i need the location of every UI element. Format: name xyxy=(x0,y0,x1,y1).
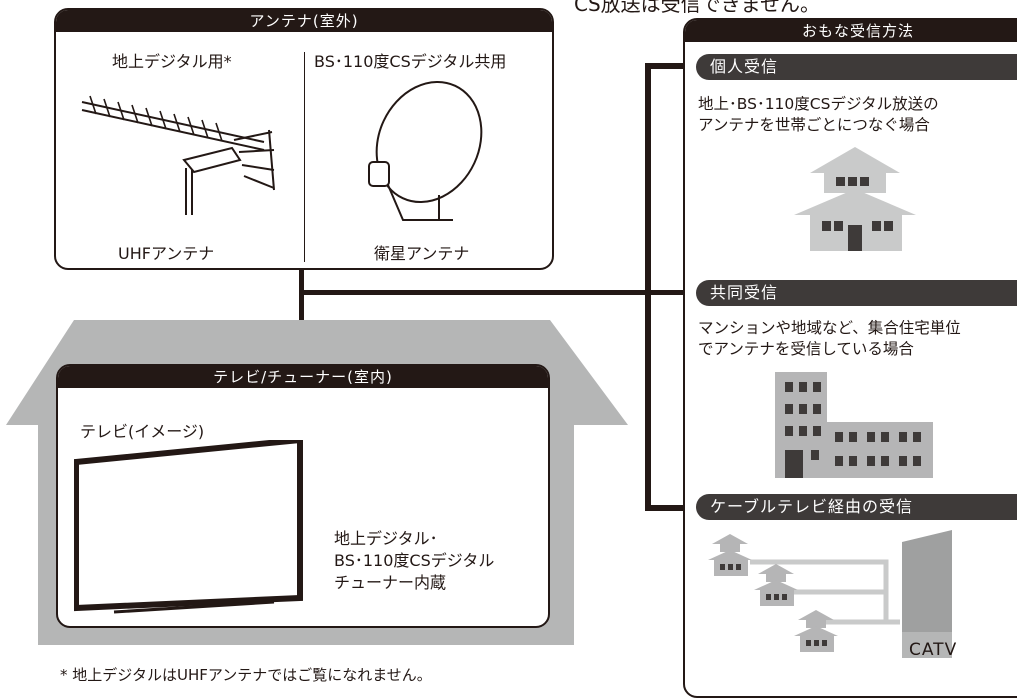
tuner-line-2: BS･110度CSデジタル xyxy=(334,551,495,570)
house-icon xyxy=(794,147,916,251)
method-desc-shared-1: マンションや地域など、集合住宅単位 xyxy=(698,319,961,337)
antenna-divider xyxy=(304,52,305,262)
antenna-panel-title: アンテナ(室外) xyxy=(56,10,552,32)
tuner-line-3: チューナー内蔵 xyxy=(334,573,447,592)
method-pill-catv: ケーブルテレビ経由の受信 xyxy=(696,494,1017,520)
footnote: * 地上デジタルはUHFアンテナではご覧になれません。 xyxy=(60,666,432,684)
terrestrial-label: 地上デジタル用* xyxy=(112,52,232,71)
satellite-dish-icon xyxy=(368,80,483,221)
antenna-to-methods-line xyxy=(299,290,699,295)
method-pill-shared: 共同受信 xyxy=(696,280,1017,306)
apartment-building-icon xyxy=(775,372,933,478)
methods-panel-title: おもな受信方法 xyxy=(685,20,1017,42)
method-desc-individual-2: アンテナを世帯ごとにつなぐ場合 xyxy=(698,116,930,134)
methods-bus-line xyxy=(645,63,651,511)
tuner-line-1: 地上デジタル･ xyxy=(334,529,438,548)
catv-network-illustration xyxy=(708,530,952,658)
bus-branch-3 xyxy=(645,505,700,511)
method-pill-individual: 個人受信 xyxy=(696,54,1017,80)
tv-panel-title: テレビ/チューナー(室内) xyxy=(58,366,548,388)
uhf-antenna-icon xyxy=(81,95,275,215)
catv-label: CATV xyxy=(909,640,958,660)
tv-illustration xyxy=(74,440,303,614)
satellite-caption: 衛星アンテナ xyxy=(374,244,470,263)
method-desc-individual-1: 地上･BS･110度CSデジタル放送の xyxy=(698,95,939,113)
bs-label: BS･110度CSデジタル共用 xyxy=(314,52,507,71)
tv-label: テレビ(イメージ) xyxy=(80,422,205,441)
connector-lines xyxy=(299,63,700,511)
antenna-drop-line xyxy=(299,268,304,328)
method-desc-shared-2: でアンテナを受信している場合 xyxy=(698,340,914,358)
top-caption: CS放送は受信できません。 xyxy=(574,0,821,16)
uhf-caption: UHFアンテナ xyxy=(118,244,215,263)
bus-branch-1 xyxy=(645,63,700,69)
